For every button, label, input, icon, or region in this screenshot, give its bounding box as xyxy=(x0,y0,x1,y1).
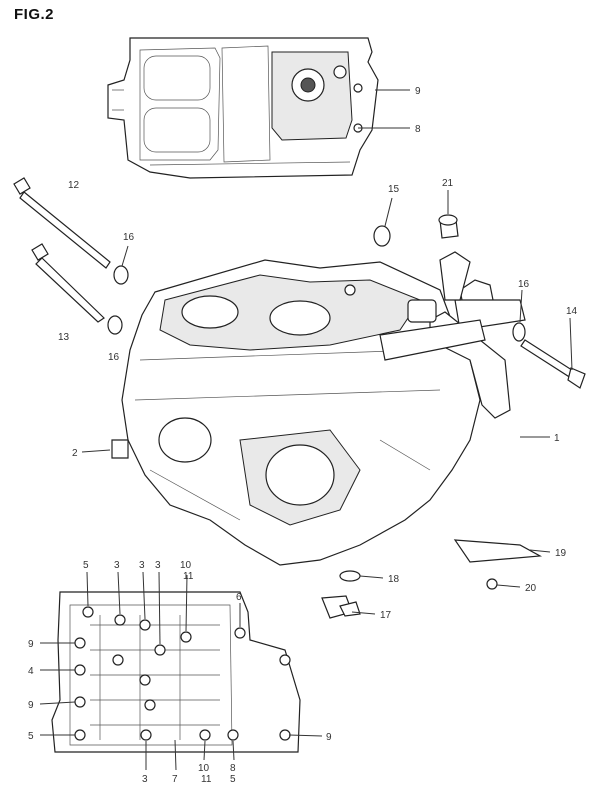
washer-16-right xyxy=(512,322,526,342)
leader-lines xyxy=(39,89,573,771)
callout-21: 21 xyxy=(442,178,454,189)
washer-16-upper xyxy=(113,265,129,285)
dowel-2 xyxy=(111,439,129,459)
crankcase-assembly xyxy=(121,251,526,566)
plug-21 xyxy=(438,214,459,239)
callout-8-bottom: 8 xyxy=(230,763,236,774)
callout-10-bottom: 10 xyxy=(198,763,210,774)
callout-9-left-b: 9 xyxy=(28,700,34,711)
callout-8-top: 8 xyxy=(415,124,421,135)
bolt-13 xyxy=(31,243,105,323)
screw-20 xyxy=(486,578,498,590)
callout-4: 4 xyxy=(28,666,34,677)
callout-16-upper: 16 xyxy=(123,232,135,243)
drain-plug-17 xyxy=(321,595,361,619)
callout-1: 1 xyxy=(554,433,560,444)
callout-6: 6 xyxy=(236,592,242,603)
callout-13: 13 xyxy=(58,332,70,343)
callout-14: 14 xyxy=(566,306,578,317)
callout-3-bottom: 3 xyxy=(142,774,148,785)
gasket-18 xyxy=(339,570,361,582)
callout-5-bottom-right: 5 xyxy=(230,774,236,785)
callout-20: 20 xyxy=(525,583,537,594)
callout-18: 18 xyxy=(388,574,400,585)
callout-12: 12 xyxy=(68,180,80,191)
callout-3-c: 3 xyxy=(155,560,161,571)
callout-17: 17 xyxy=(380,610,392,621)
callout-5-top: 5 xyxy=(83,560,89,571)
callout-16-lower: 16 xyxy=(108,352,120,363)
callout-3-b: 3 xyxy=(139,560,145,571)
washer-16-lower xyxy=(107,315,123,335)
callout-numbers: 9 8 12 16 13 16 15 21 16 14 1 2 19 20 18… xyxy=(28,86,578,785)
callout-16-right: 16 xyxy=(518,279,530,290)
callout-19: 19 xyxy=(555,548,567,559)
callout-5-bottom: 5 xyxy=(28,731,34,742)
callout-9-left-a: 9 xyxy=(28,639,34,650)
callout-10-top: 10 xyxy=(180,560,192,571)
callout-3-a: 3 xyxy=(114,560,120,571)
callout-11-bottom: 11 xyxy=(201,774,212,785)
callout-7: 7 xyxy=(172,774,178,785)
callout-15: 15 xyxy=(388,184,400,195)
bolt-12 xyxy=(13,177,111,269)
grommet-15 xyxy=(373,225,391,247)
upper-crankcase-top-view xyxy=(107,37,379,179)
callout-2: 2 xyxy=(72,448,78,459)
callout-9-right: 9 xyxy=(326,732,332,743)
bolt-14 xyxy=(520,339,586,389)
lower-crankcase-bottom-view xyxy=(51,591,301,753)
bracket-19 xyxy=(453,539,543,563)
callout-9-top: 9 xyxy=(415,86,421,97)
callout-11-top: 11 xyxy=(183,571,194,582)
figure-title: FIG.2 xyxy=(14,6,55,23)
